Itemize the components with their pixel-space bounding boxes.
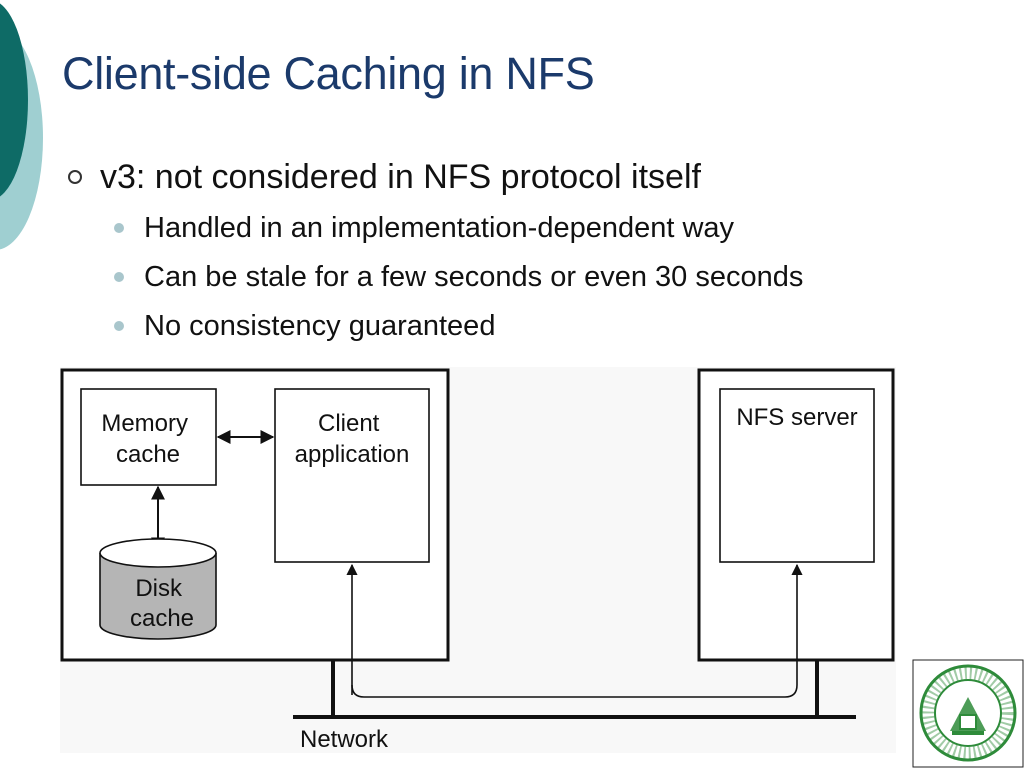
sub-bullet-text: Handled in an implementation-dependent w… xyxy=(144,211,735,244)
sub-bullet-text: No consistency guaranteed xyxy=(144,309,496,342)
disk-cache-cylinder xyxy=(99,538,217,640)
client-application-box xyxy=(274,388,430,563)
decoration-dark-shape xyxy=(0,3,28,197)
memory-cache-box xyxy=(80,388,217,486)
dot-bullet-icon xyxy=(114,321,124,331)
slide-title: Client-side Caching in NFS xyxy=(62,48,595,99)
sub-bullet-text: Can be stale for a few seconds or even 3… xyxy=(144,260,804,293)
sub-bullet: No consistency guaranteed xyxy=(114,308,495,344)
dot-bullet-icon xyxy=(114,272,124,282)
client-application-label: Client application xyxy=(295,410,410,468)
nfs-server-label: NFS server xyxy=(736,404,857,431)
dot-bullet-icon xyxy=(114,223,124,233)
nfs-server-box xyxy=(719,388,875,563)
nfs-caching-diagram: Memory cache Client application Disk cac… xyxy=(60,367,896,753)
main-bullet: v3: not considered in NFS protocol itsel… xyxy=(68,154,701,200)
memory-cache-label: Memory cache xyxy=(101,410,194,468)
ring-bullet-icon xyxy=(68,170,82,184)
sub-bullet: Can be stale for a few seconds or even 3… xyxy=(114,259,803,295)
sub-bullet: Handled in an implementation-dependent w… xyxy=(114,210,734,246)
sun-yat-sen-university-logo xyxy=(912,659,1024,768)
main-bullet-text: v3: not considered in NFS protocol itsel… xyxy=(100,157,701,196)
network-label: Network xyxy=(300,726,389,753)
disk-cache-label: Disk cache xyxy=(130,575,194,632)
corner-decoration xyxy=(0,3,43,250)
